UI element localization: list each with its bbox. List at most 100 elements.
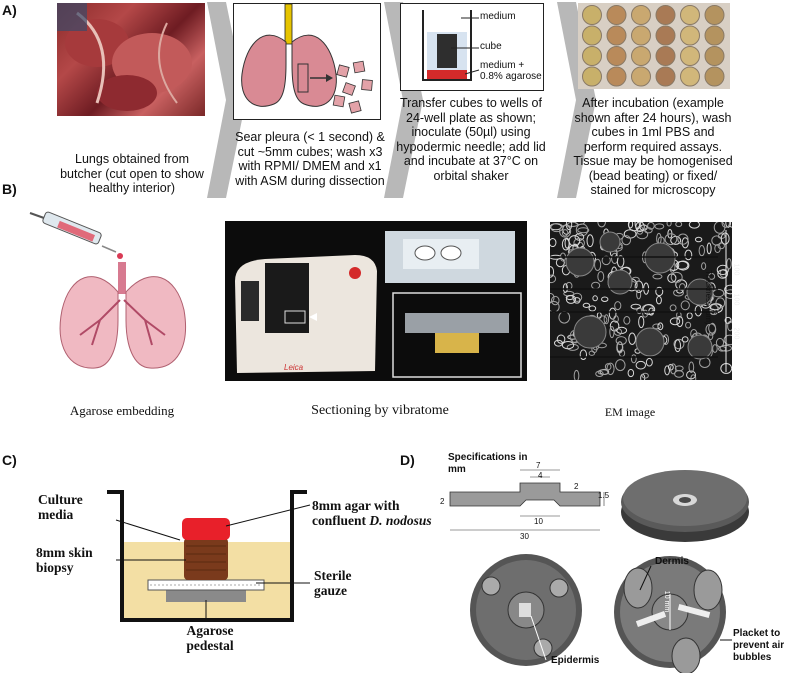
dissection-diagram-box <box>233 3 381 120</box>
em-pore <box>652 323 662 330</box>
panel-b-caption-3: EM image <box>604 405 656 419</box>
em-pore <box>725 222 732 228</box>
em-pore <box>654 223 665 230</box>
dim-2-right: 2 <box>574 482 579 491</box>
plate-well <box>655 46 676 66</box>
em-pore <box>597 222 606 228</box>
plate-well <box>704 66 725 87</box>
em-pore <box>673 338 685 350</box>
em-pore <box>655 286 664 297</box>
chamber-photo-epidermis <box>461 548 591 668</box>
em-pore <box>715 337 725 348</box>
plate-well <box>606 25 627 46</box>
em-pore <box>594 258 602 271</box>
em-pore <box>669 304 677 312</box>
panel-d-letter: D) <box>400 452 415 468</box>
em-pore <box>726 258 732 270</box>
em-pore <box>688 222 700 229</box>
em-pore <box>674 365 684 372</box>
label-agar: 8mm agar with confluent D. nodosus <box>312 498 462 528</box>
em-pore <box>664 233 678 246</box>
em-pore <box>675 222 683 228</box>
em-pore <box>579 349 588 360</box>
plate-well <box>631 46 651 66</box>
dim-30: 30 <box>520 532 529 541</box>
chevron-arrow-1 <box>207 2 246 198</box>
em-pore <box>686 370 697 380</box>
panel-a-caption-4: After incubation (example shown after 24… <box>573 96 733 197</box>
dim-7: 7 <box>536 461 541 470</box>
em-pore <box>606 362 615 376</box>
em-pore <box>652 273 663 280</box>
em-pore <box>573 369 580 380</box>
em-pore <box>670 271 683 283</box>
plate-well <box>606 66 627 87</box>
em-pore <box>636 289 642 300</box>
em-pore <box>669 317 681 326</box>
em-pore <box>715 297 726 309</box>
em-pore <box>603 314 610 325</box>
em-pore <box>627 368 635 378</box>
em-alveolus <box>644 242 676 274</box>
em-pore <box>634 222 641 230</box>
em-pore <box>674 339 682 353</box>
dim-10: 10 <box>534 517 543 526</box>
em-pore <box>724 316 732 324</box>
em-pore <box>680 300 690 311</box>
plate-well <box>631 66 651 87</box>
em-pore <box>592 295 598 302</box>
plate-well <box>582 46 602 66</box>
em-alveolus <box>565 247 595 277</box>
well-diagram-box <box>400 3 544 91</box>
label-agar-line1: 8mm agar with <box>312 498 400 513</box>
em-pore <box>657 322 664 331</box>
em-pore <box>666 222 672 227</box>
em-alveolus <box>687 334 713 360</box>
chevron-arrow-3 <box>557 2 596 198</box>
em-pore <box>556 334 566 344</box>
plate-well <box>582 5 602 25</box>
em-pore <box>568 235 581 247</box>
em-pore <box>705 323 717 336</box>
plate-well <box>631 25 651 46</box>
em-pore <box>601 255 611 266</box>
em-pore <box>667 273 677 283</box>
plate-well <box>680 46 700 66</box>
vibratome-brand: Leica <box>284 363 304 372</box>
em-pore <box>655 295 662 305</box>
em-pore <box>613 328 623 336</box>
label-dermis: Dermis <box>655 556 689 567</box>
em-pore <box>664 365 670 376</box>
em-pore <box>613 315 619 324</box>
label-placket: Placket to prevent air bubbles <box>733 628 785 663</box>
well-plate-wells <box>582 5 725 87</box>
em-pore <box>550 292 555 303</box>
lungs-photo <box>57 3 205 116</box>
em-pore <box>642 304 656 315</box>
well-label-agarose: medium + 0.8% agarose <box>480 60 542 82</box>
em-pore <box>615 359 626 372</box>
em-pore <box>678 283 686 291</box>
em-pore <box>582 302 591 308</box>
panel-a-caption-1: Lungs obtained from butcher (cut open to… <box>60 152 204 195</box>
em-alveolus <box>686 278 714 306</box>
em-pore <box>721 222 730 228</box>
em-alveolus <box>599 231 621 253</box>
em-pore <box>684 249 693 261</box>
em-pore <box>616 341 624 354</box>
chamber-photo-dermis <box>608 548 733 673</box>
well-label-medium: medium <box>480 11 516 22</box>
label-sterile-gauze: Sterile gauze <box>314 568 352 598</box>
panel-c-letter: C) <box>2 452 17 468</box>
well-plate-photo <box>578 3 730 89</box>
panel-a-caption-2: Sear pleura (< 1 second) & cut ~5mm cube… <box>235 130 385 188</box>
em-pore <box>561 229 569 237</box>
em-pore <box>566 222 579 228</box>
em-pore <box>716 264 729 276</box>
plate-well <box>704 5 725 25</box>
em-pore <box>708 272 716 280</box>
em-pore <box>614 301 622 311</box>
